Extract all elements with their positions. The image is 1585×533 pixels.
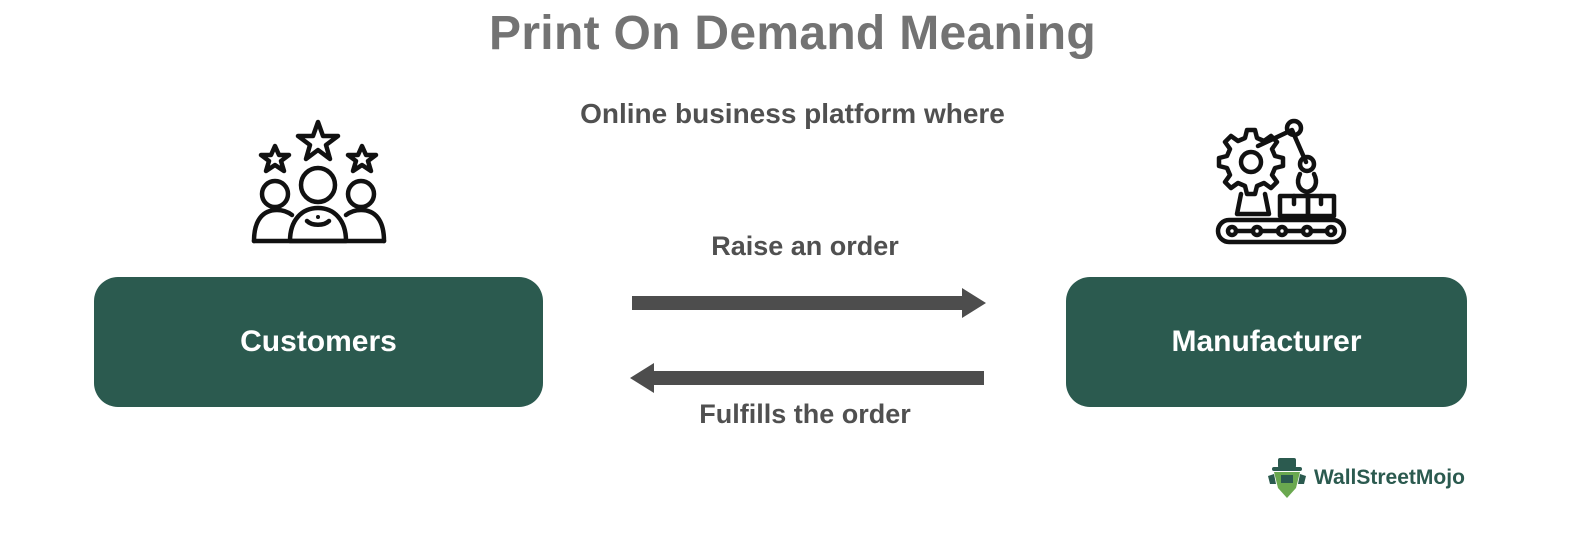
manufacturer-node: Manufacturer — [1066, 277, 1467, 407]
brand-logo: WallStreetMojo — [1266, 456, 1465, 500]
diagram-subtitle: Online business platform where — [580, 98, 1005, 129]
customers-label: Customers — [240, 325, 397, 358]
diagram-title: Print On Demand Meaning — [489, 7, 1096, 60]
customers-stars-icon — [250, 118, 390, 251]
customers-node: Customers — [94, 277, 543, 407]
robotic-arm-conveyor-icon — [1214, 116, 1350, 253]
manufacturer-label: Manufacturer — [1171, 325, 1362, 358]
edge-label-raise-order: Raise an order — [711, 231, 899, 261]
arrow-manufacturer-to-customers — [630, 363, 984, 393]
wallstreetmojo-logo-icon — [1268, 458, 1306, 498]
edge-label-fulfills-order: Fulfills the order — [699, 399, 911, 429]
arrow-customers-to-manufacturer — [632, 288, 986, 318]
brand-name: WallStreetMojo — [1314, 466, 1465, 489]
